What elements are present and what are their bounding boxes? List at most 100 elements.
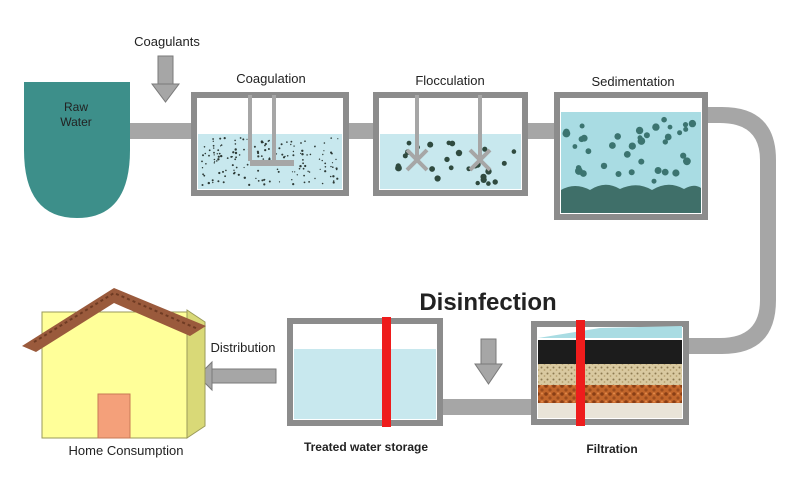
sedimentation-label: Sedimentation (591, 74, 674, 89)
disinfection-marker-storage (382, 317, 391, 427)
particle (575, 167, 583, 175)
distribution-arrow-icon (197, 360, 277, 392)
particle (395, 164, 402, 172)
particle (237, 173, 240, 176)
pipe-flocculation-to-sedimentation (525, 123, 557, 139)
treated-water-storage-tank (287, 317, 443, 427)
particle (213, 147, 215, 149)
particle (220, 144, 223, 146)
particle (276, 168, 279, 171)
particle (278, 147, 281, 150)
particle (203, 146, 206, 148)
particle (585, 148, 592, 155)
particle (234, 139, 236, 142)
particle (323, 150, 325, 152)
flocculation-tank (373, 92, 528, 196)
house-door (97, 393, 131, 439)
particle (218, 152, 221, 155)
particle (220, 154, 223, 158)
particle (661, 168, 669, 176)
particle (212, 140, 214, 142)
particle (211, 179, 214, 182)
particle (322, 153, 324, 156)
particle (308, 181, 310, 183)
particle (234, 148, 237, 151)
particle (208, 149, 211, 152)
coagulation-tank (191, 92, 349, 196)
raw-water-label-line2: Water (60, 115, 92, 129)
disinfection-marker-filtration (576, 320, 585, 426)
mixer-paddle-icon (405, 95, 492, 172)
particle (225, 169, 227, 172)
sedimentation-particles (562, 116, 697, 184)
particle (300, 152, 302, 154)
particle (406, 140, 412, 146)
coagulants-label: Coagulants (134, 34, 200, 49)
particle (331, 162, 334, 164)
particle (635, 126, 644, 135)
particle (275, 153, 278, 155)
particle (298, 167, 301, 170)
particle (223, 137, 226, 140)
particle (263, 178, 266, 181)
particle (299, 165, 302, 168)
house-illustration (22, 288, 206, 439)
particle (243, 148, 245, 151)
particle (302, 162, 304, 165)
particle (278, 181, 281, 183)
particle (292, 183, 295, 186)
particle (246, 163, 249, 166)
particle (664, 133, 672, 141)
particle (201, 167, 204, 169)
raw-water-reservoir: Raw Water (24, 82, 130, 218)
pipe-coagulation-to-flocculation (346, 123, 376, 139)
particle (226, 157, 229, 160)
particle (306, 154, 308, 156)
particle (308, 171, 311, 173)
particle (205, 163, 207, 165)
mixer-paddle-icon (248, 95, 294, 166)
particle (429, 166, 435, 172)
particle (501, 160, 507, 166)
particle (239, 137, 242, 139)
coagulant-dose-arrow-icon (151, 55, 180, 103)
particle (243, 166, 245, 169)
particle (662, 139, 668, 145)
home-consumption-label: Home Consumption (69, 443, 184, 458)
particle (579, 123, 585, 129)
particle (257, 155, 260, 158)
particle (448, 165, 454, 171)
particle (233, 169, 235, 171)
particle (475, 180, 480, 186)
particle (661, 116, 667, 123)
particle (667, 124, 673, 130)
particle (511, 149, 517, 154)
particle (218, 171, 221, 175)
particle (321, 159, 323, 162)
particle (444, 156, 450, 163)
particle (202, 154, 204, 157)
particle (264, 142, 267, 146)
particle (304, 164, 307, 168)
particle (492, 179, 498, 185)
particle (232, 151, 234, 154)
particle (255, 177, 257, 180)
particle (268, 180, 271, 183)
coagulation-particles (201, 137, 339, 186)
particle (224, 175, 227, 178)
particle (230, 155, 233, 158)
particle (286, 155, 289, 157)
particle (562, 129, 571, 138)
particle (267, 148, 270, 150)
particle (261, 179, 264, 182)
particle (231, 164, 234, 167)
particle (208, 154, 210, 157)
particle (330, 137, 333, 139)
disinfectant-dose-arrow-icon (474, 338, 503, 385)
particle (213, 158, 216, 161)
particle (284, 155, 286, 158)
particle (217, 149, 220, 152)
particle (654, 167, 662, 174)
filtration-label: Filtration (586, 442, 637, 456)
